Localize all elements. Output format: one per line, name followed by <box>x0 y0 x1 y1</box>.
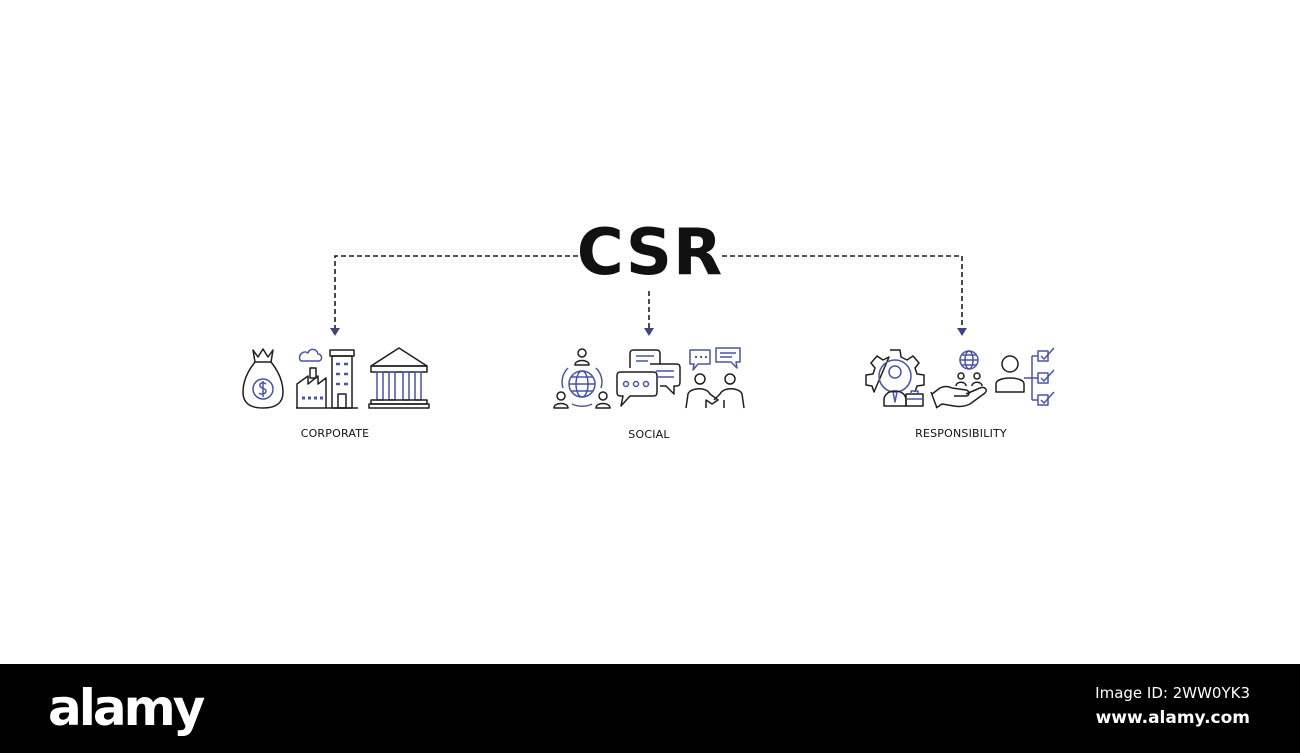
branch-label-social: SOCIAL <box>628 428 670 441</box>
branch-label-responsibility: RESPONSIBILITY <box>915 427 1007 440</box>
branch-label-corporate: CORPORATE <box>300 427 370 440</box>
person-checklist-icon <box>995 347 1055 406</box>
arrow-social <box>644 328 654 336</box>
bank-icon <box>368 347 430 409</box>
arrow-corporate <box>330 328 340 336</box>
image-id-text: Image ID: 2WW0YK3 <box>1095 684 1250 702</box>
diagram-canvas: CSR <box>242 216 1055 441</box>
hand-globe-icon <box>930 350 987 409</box>
employee-gear-icon <box>865 349 925 407</box>
site-url-text: www.alamy.com <box>1095 708 1250 728</box>
watermark-footer: alamy Image ID: 2WW0YK3 www.alamy.com <box>0 664 1300 753</box>
chat-bubbles-icon <box>616 349 681 407</box>
connector-responsibility <box>722 255 963 328</box>
connector-lines <box>330 255 967 336</box>
connector-corporate <box>334 255 578 328</box>
factory-icon <box>296 348 358 409</box>
alamy-logo: alamy <box>48 679 205 737</box>
money-bag-icon <box>242 348 284 409</box>
arrow-responsibility <box>957 328 967 336</box>
diagram-title: CSR <box>576 216 724 290</box>
conversation-icon <box>685 347 745 409</box>
global-network-icon <box>553 348 611 409</box>
